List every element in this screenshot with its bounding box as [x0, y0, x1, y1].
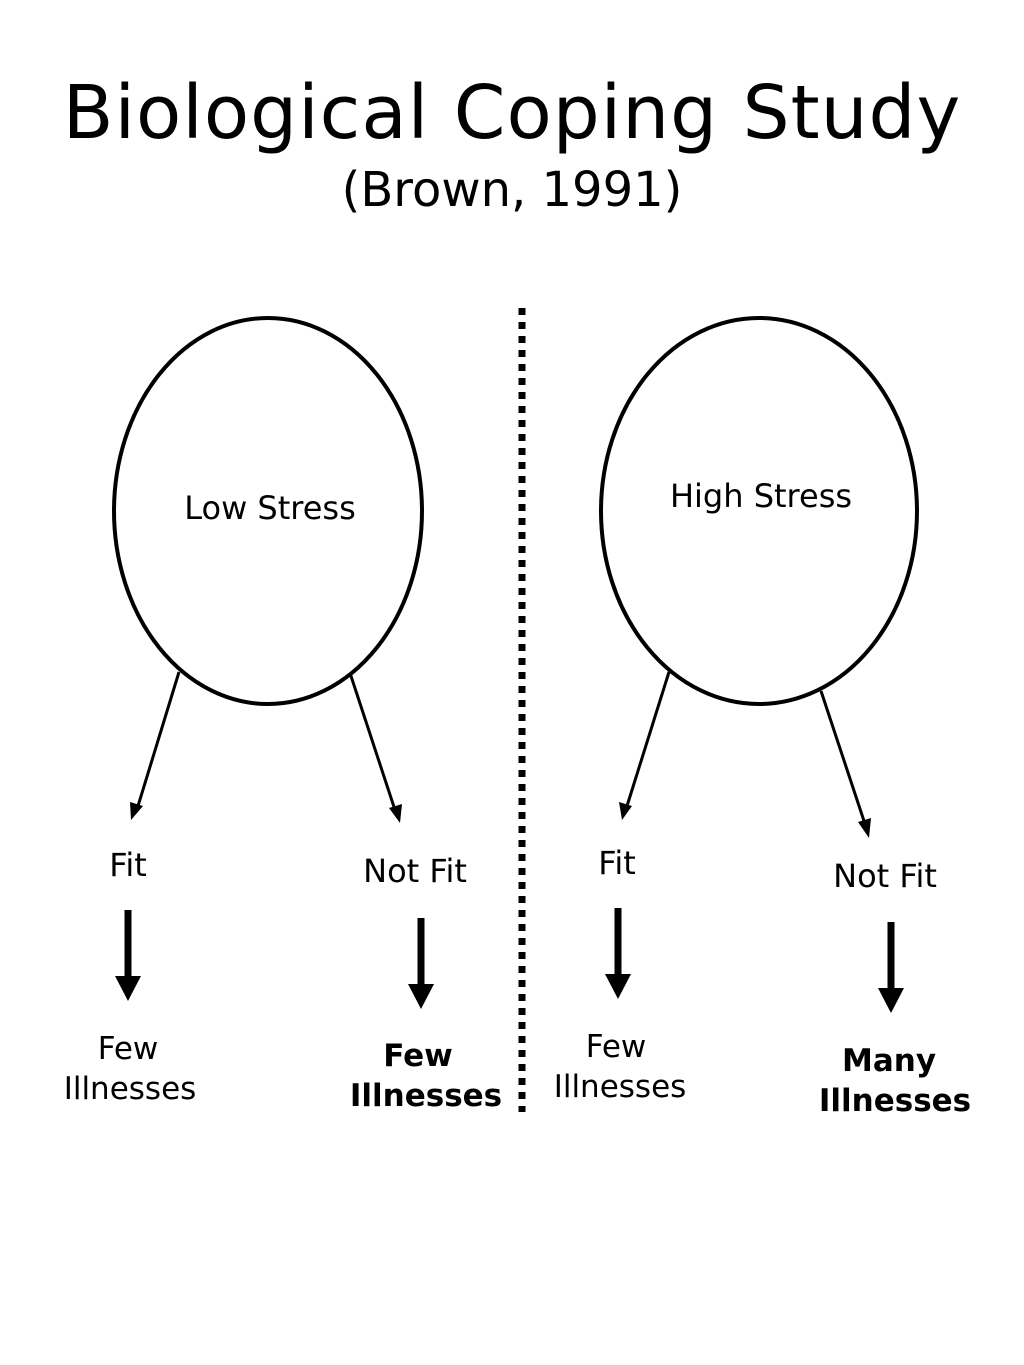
- outcome-low-notfit-line2: Illnesses: [349, 1078, 503, 1114]
- outcome-high-notfit-line1: Many: [841, 1043, 937, 1079]
- outcome-arrow-high-fit: [605, 908, 631, 999]
- outcome-high-fit-line2: Illnesses: [553, 1069, 687, 1105]
- label-high-stress: High Stress: [669, 477, 853, 515]
- outcome-arrow-high-notfit: [878, 922, 904, 1013]
- outcome-arrow-low-notfit: [408, 918, 434, 1009]
- label-low-stress: Low Stress: [184, 489, 356, 527]
- branch-arrow-high-fit: [619, 671, 671, 820]
- outcome-arrow-low-fit: [115, 910, 141, 1001]
- branch-label-low-fit: Fit: [109, 846, 147, 884]
- outcome-low-fit-line1: Few: [97, 1031, 159, 1067]
- outcome-high-fit-line1: Few: [585, 1029, 647, 1065]
- oval-high-stress: [599, 316, 919, 706]
- branch-label-low-notfit: Not Fit: [363, 852, 467, 890]
- branch-arrow-low-fit: [130, 671, 181, 820]
- outcome-low-notfit-line1: Few: [383, 1038, 453, 1074]
- oval-low-stress: [112, 316, 424, 706]
- branch-label-high-notfit: Not Fit: [833, 857, 937, 895]
- outcome-low-fit-line2: Illnesses: [63, 1071, 197, 1107]
- diagram-title: Biological Coping Study: [62, 70, 962, 156]
- outcome-high-notfit-line2: Illnesses: [818, 1083, 972, 1119]
- diagram-subtitle: (Brown, 1991): [341, 162, 683, 218]
- branch-arrow-high-notfit: [819, 690, 871, 838]
- branch-label-high-fit: Fit: [598, 844, 636, 882]
- branch-arrow-low-notfit: [348, 672, 402, 823]
